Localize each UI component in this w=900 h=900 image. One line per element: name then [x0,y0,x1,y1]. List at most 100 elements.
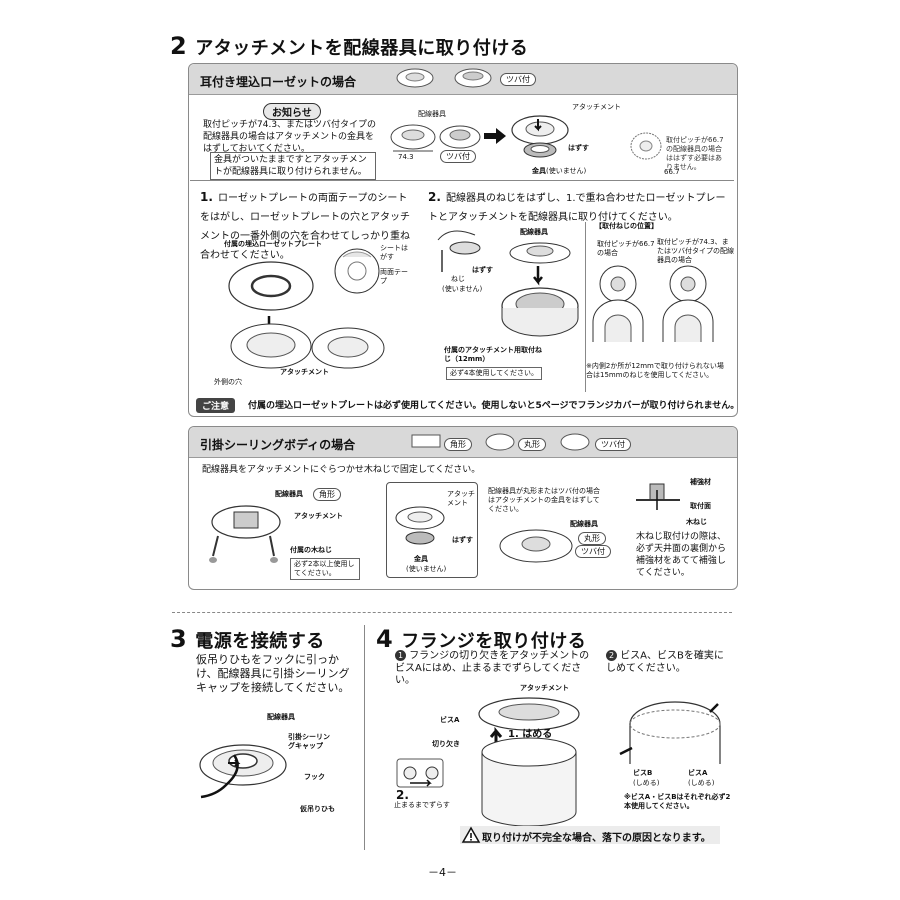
label-round: 丸形 [578,532,606,545]
notice-text: 取付ピッチが74.3、またはツバ付タイプの配線器具の場合はアタッチメントの金具を… [203,120,377,154]
label-screw-note: (使いません) [442,285,483,293]
label-metal-name: 金具 [532,167,546,175]
step2-text: 配線器具のねじをはずし、1.で重ね合わせたローゼットプレートとアタッチメントを配… [428,193,726,223]
square-body-drawing [209,505,281,563]
label-attachment-top: アタッチメント [572,103,621,111]
label-s4-visB2: ビスB [633,769,653,777]
step2-divider [585,222,586,392]
label-s4-attachment: アタッチメント [520,684,569,692]
s4-step1-text: フランジの切り欠きをアタッチメントのビスAにはめ、止まるまでずらしてください。 [395,650,590,686]
step1-text: ローゼットプレートの両面テープのシートをはがし、ローゼットプレートの穴とアタッチ… [200,193,410,261]
flange-mount-drawing [478,697,580,827]
step1-block: 1. ローゼットプレートの両面テープのシートをはがし、ローゼットプレートの穴とア… [200,186,412,262]
label-attachment-p2: アタッチメント [294,512,343,520]
section-separator [172,612,732,613]
label-device-step2: 配線器具 [520,228,548,236]
label-s3-cap: 引掛シーリングキャップ [288,733,330,750]
s4-step2-mark: 2 [606,650,617,661]
body-type-icons [411,433,590,451]
label-tape: 両面テープ [380,268,408,285]
label-s3-hook: フック [304,773,325,781]
s4-step1: 1 フランジの切り欠きをアタッチメントのビスAにはめ、止まるまでずらしてください… [395,650,595,687]
round-inset-box [386,482,478,578]
power-connect-drawing [199,744,287,799]
label-s4-shimeru2: (しめる) [688,779,715,787]
caution-badge: ご注意 [196,398,236,413]
label-screw: ねじ [451,275,465,283]
label-s4-fit: 1. はめる [508,729,553,740]
label-wood-screw: 付属の木ねじ [290,546,332,554]
label-s4-visA: ビスA [440,716,460,724]
label-remove: はずす [568,144,589,152]
label-attachment-step1: アタッチメント [280,368,329,376]
screw-tighten-drawing [619,701,721,764]
caution-text: 付属の埋込ローゼットプレートは必ず使用してください。使用しないと5ページでフラン… [248,401,740,411]
label-743: 74.3 [398,153,414,161]
label-four: 必ず4本使用してください。 [446,367,543,380]
panel-hikkake-body [188,426,738,590]
label-tsuba-p2: ツバ付 [575,545,611,558]
s4-step2-text: ビスA、ビスBを確実にしめてください。 [606,650,724,674]
label-remove-p2: はずす [452,536,473,544]
label-device: 配線器具 [418,110,446,118]
label-device-square: 配線器具 [275,490,303,498]
label-s3-device: 配線器具 [267,713,295,721]
badge-tsuba2: ツバ付 [595,438,631,451]
section-vertical-divider [364,625,365,850]
notice-label: お知らせ [263,103,321,120]
screw-note: ※内側2か所が12mmで取り付けられない場合は15mmのねじを使用してください。 [586,362,724,379]
section4-number: 4 [376,625,394,653]
label-s3-string: 仮吊りひも [300,805,335,813]
badge-tsuba: ツバ付 [500,73,536,86]
section2-title: アタッチメントを配線器具に取り付ける [195,38,529,59]
page-number: －4－ [428,866,457,879]
round-device-drawing [499,529,573,563]
vis-note: ※ビスA・ビスBはそれぞれ必ず2本使用してください。 [624,793,731,810]
panel1-title: 耳付き埋込ローゼットの場合 [200,75,357,89]
warning-text: 取り付けが不完全な場合、落下の原因となります。 [482,833,711,844]
section3-title: 電源を接続する [195,631,325,652]
label-s4-slide: 止まるまでずらす [394,801,450,809]
wood-note: 木ねじ取付けの際は、必ず天井面の裏側から補強材をあてて補強してください。 [636,532,727,578]
label-tsuba: ツバ付 [440,150,476,163]
arrow-right-icon [484,128,506,144]
label-metal-p2: 金具 [414,555,428,563]
label-two: 必ず2本以上使用してください。 [290,558,360,580]
device-drawing [390,124,481,152]
label-sheet: シートはがす [380,244,408,261]
label-device-round: 配線器具 [570,520,598,528]
panel1-divider [190,180,734,181]
label-metal-note-p2: (使いません) [406,565,447,573]
panel2-title: 引掛シーリングボディの場合 [200,438,356,452]
screw-remove-drawing [437,230,481,272]
label-s4-visA2: ビスA [688,769,708,777]
round-note: 配線器具が丸形またはツバ付の場合はアタッチメントの金具をはずしてください。 [488,487,600,513]
pitch-note: 取付ピッチが66.7の配線器具の場合ははずす必要はありません。 [666,136,724,171]
step1-number: 1. [200,190,213,204]
label-metal-note: (使いません) [546,167,587,175]
device-mount-drawing [501,242,579,337]
label-att-screw: 付属のアタッチメント用取付ねじ（12mm） [444,346,542,363]
s4-step2: 2 ビスA、ビスBを確実にしめてください。 [606,650,724,675]
section3-text: 仮吊りひもをフックに引っかけ、配線器具に引掛シーリングキャップを接続してください… [196,653,350,694]
label-outer-hole: 外側の穴 [214,378,242,386]
reinforcement-drawing [636,483,680,510]
label-wood: 木ねじ [686,518,707,526]
panel2-intro: 配線器具をアタッチメントにぐらつかせ木ねじで固定してください。 [202,465,481,475]
round-attachment-drawing [395,506,445,545]
rosette-icons [396,68,492,88]
screw-position-drawing [592,265,714,342]
label-s4-slide-num: 2. [396,788,409,802]
label-667: 66.7 [664,168,680,176]
label-pitch667: 取付ピッチが66.7の場合 [597,240,655,257]
tape-sheet-drawing [334,248,380,294]
step2-block: 2. 配線器具のねじをはずし、1.で重ね合わせたローゼットプレートとアタッチメン… [428,186,728,224]
notice-box: 金具がついたままですとアタッチメントが配線器具に取り付けられません。 [210,152,376,180]
label-remove-step2: はずす [472,266,493,274]
label-s4-notch: 切り欠き [432,740,460,748]
section4-title: フランジを取り付ける [401,631,587,652]
pitch-667-drawing [630,132,662,160]
warning-bar [460,826,720,844]
